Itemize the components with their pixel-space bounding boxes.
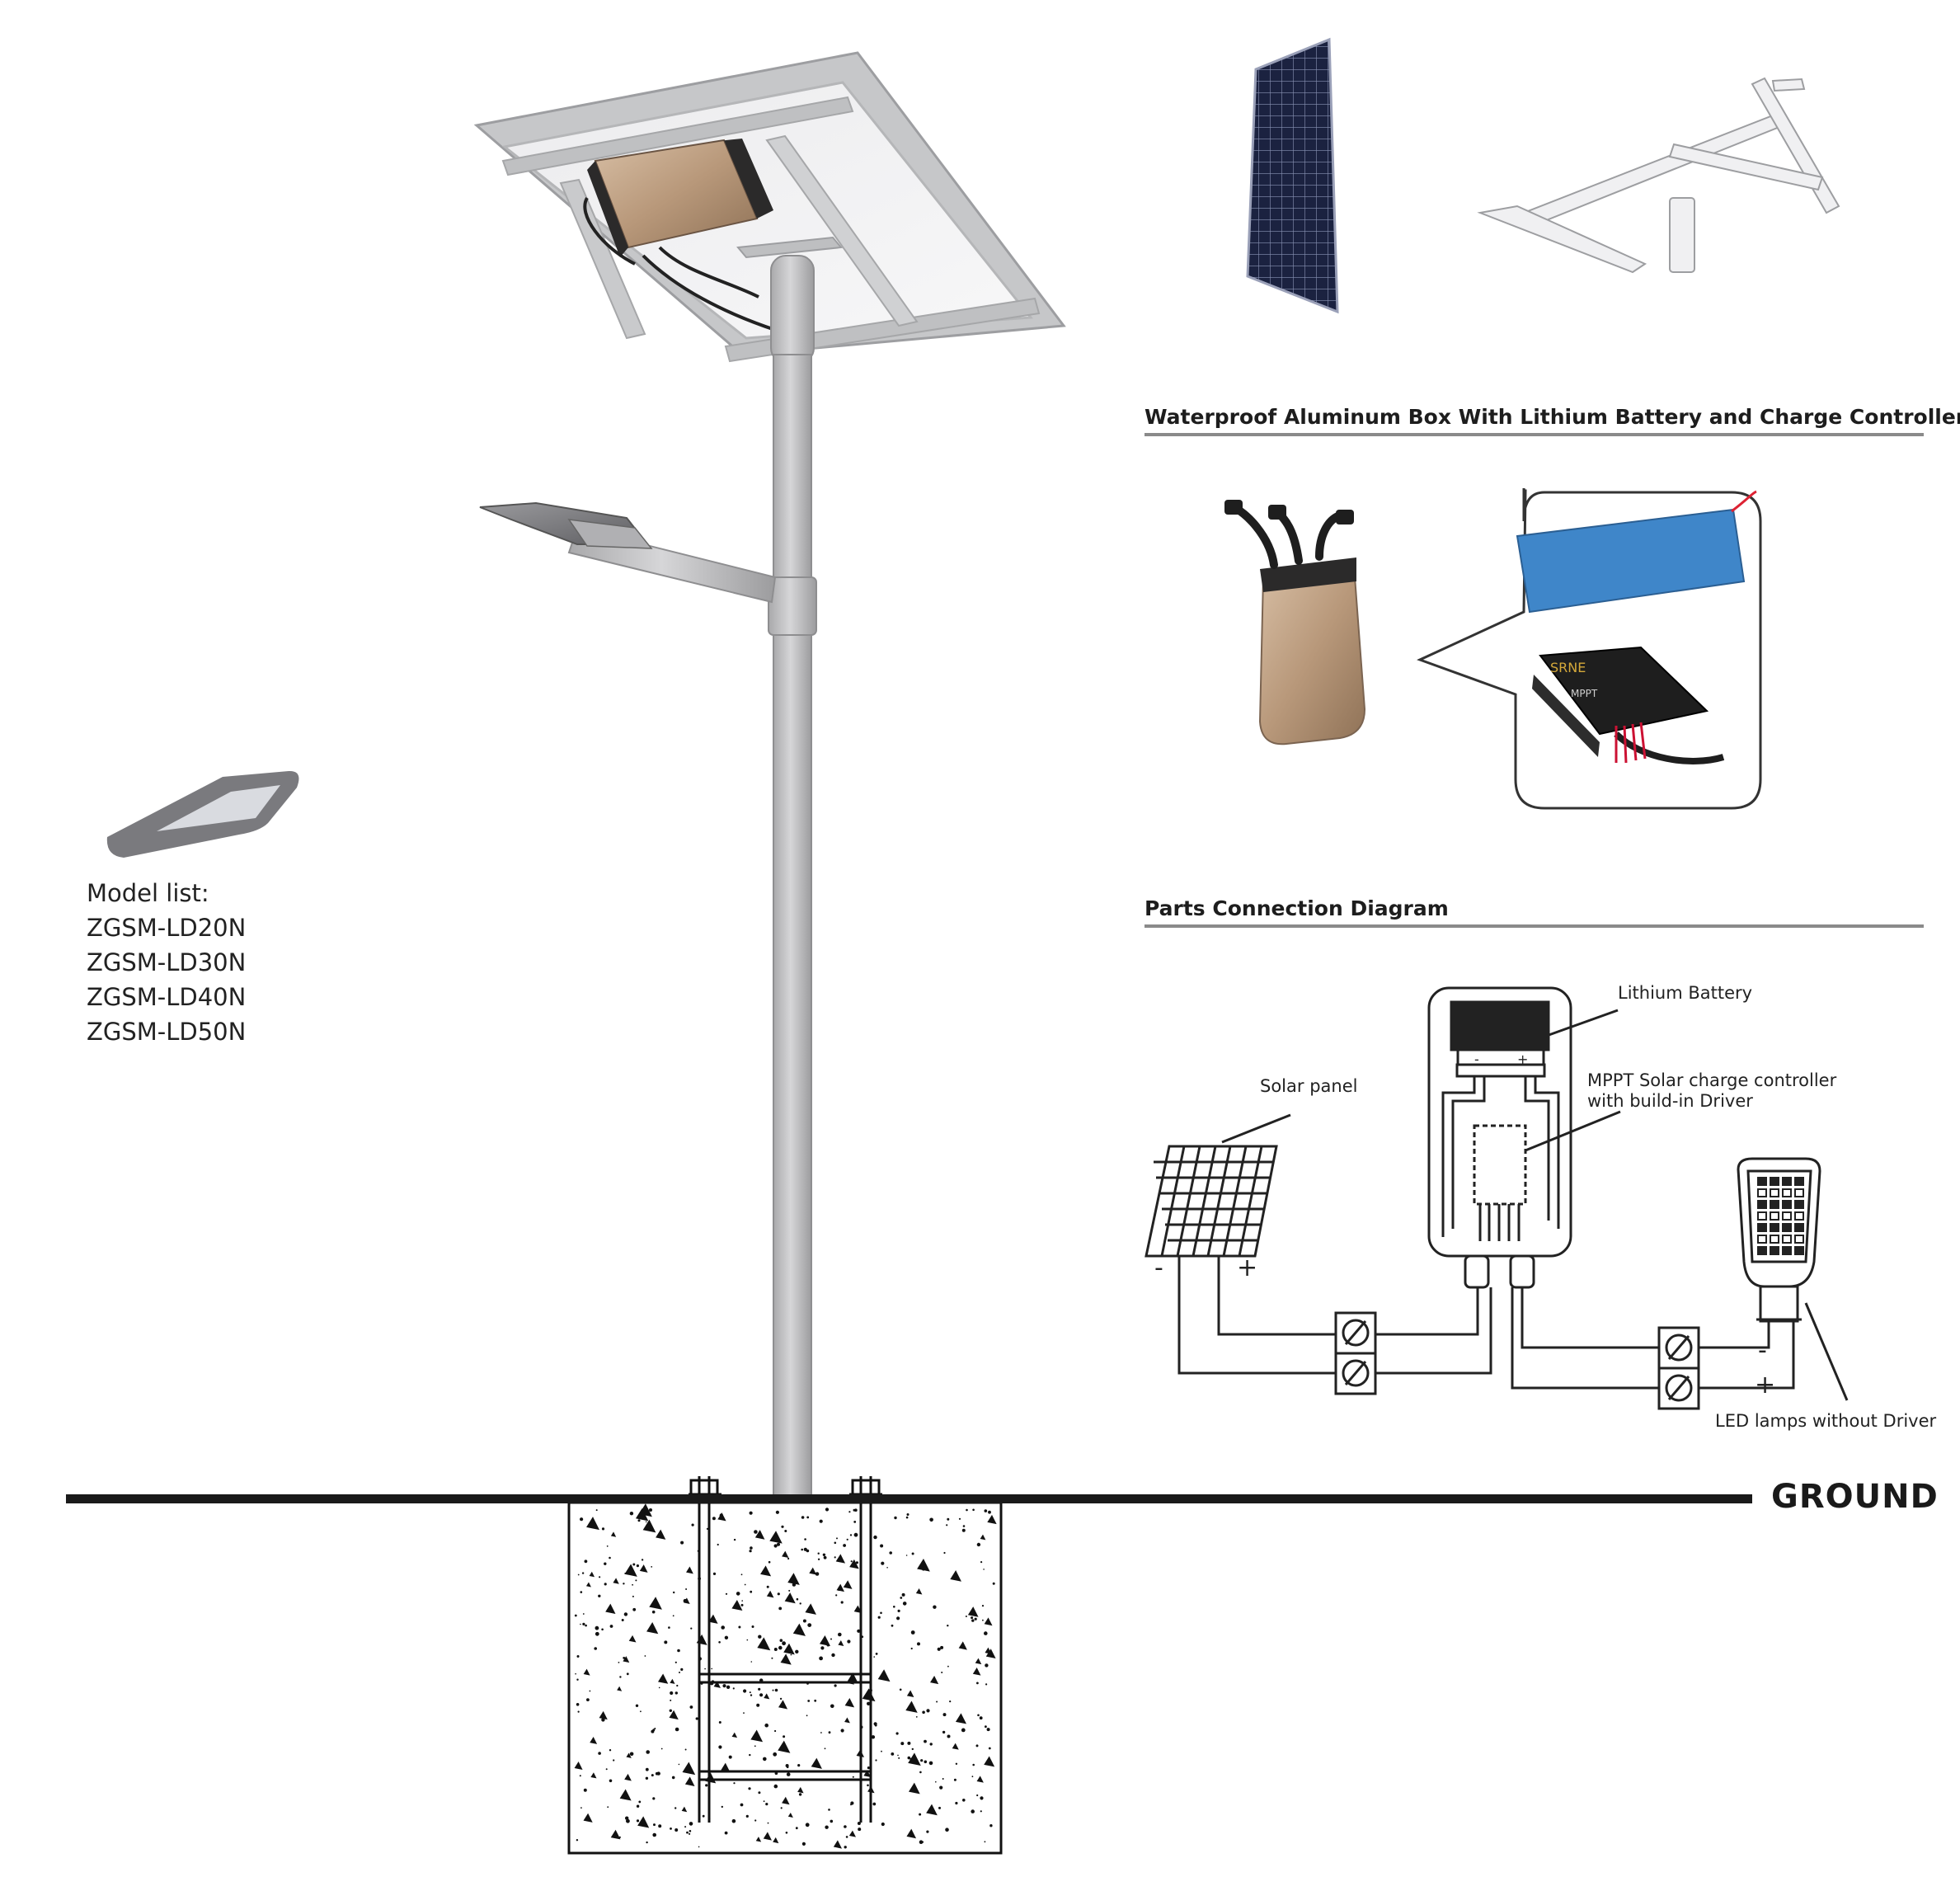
leader-led-lamp [1804, 1302, 1849, 1401]
label-lithium-battery: Lithium Battery [1618, 983, 1753, 1003]
heading-rule-box [1145, 433, 1924, 436]
panel-minus-sign: - [1154, 1254, 1163, 1282]
panel-mounting-bracket [1477, 77, 1840, 274]
heading-parts-diagram: Parts Connection Diagram [1145, 896, 1449, 920]
led-lamp-icon [1737, 1157, 1821, 1323]
lamp-plus-sign: + [1755, 1371, 1776, 1399]
concrete-aggregate-texture [574, 1503, 997, 1849]
battery-plus-text: + [1517, 1051, 1528, 1067]
leader-lithium-battery [1541, 1009, 1619, 1039]
components-callout: SRNE MPPT [1417, 487, 1762, 810]
model-lamp-thumbnail [106, 770, 299, 858]
battery-box-product [1224, 500, 1366, 746]
label-controller-line2: with build-in Driver [1587, 1091, 1753, 1111]
battery-housing-outline [1427, 986, 1572, 1258]
anchor-bolt-cage [689, 1476, 882, 1823]
battery-box-on-pole [583, 139, 776, 332]
connection-diagram: - + [1145, 986, 1849, 1410]
solar-panel-product [1246, 37, 1339, 314]
lithium-battery-pack [1516, 508, 1746, 614]
panel-plus-sign: + [1237, 1254, 1258, 1282]
leader-solar-panel [1221, 1113, 1291, 1144]
solar-panel-assembly [473, 51, 1066, 364]
concrete-foundation [567, 1476, 1003, 1855]
model-item-4: ZGSM-LD50N [87, 1018, 247, 1046]
model-list: Model list: ZGSM-LD20N ZGSM-LD30N ZGSM-L… [87, 876, 246, 1049]
leader-controller [1525, 1110, 1621, 1152]
controller-in-housing [1473, 1124, 1527, 1206]
lamp-arm [479, 501, 777, 604]
controller-brand-text: SRNE [1550, 660, 1586, 675]
model-item-3: ZGSM-LD40N [87, 983, 247, 1011]
model-list-title: Model list: [87, 879, 209, 907]
label-controller-line1: MPPT Solar charge controller [1587, 1070, 1837, 1090]
pole [768, 354, 817, 1502]
lamp-minus-sign: - [1758, 1336, 1767, 1365]
battery-minus-text: - [1474, 1051, 1479, 1067]
label-solar-panel: Solar panel [1260, 1076, 1358, 1096]
label-led-lamps: LED lamps without Driver [1715, 1411, 1937, 1431]
model-item-1: ZGSM-LD20N [87, 914, 247, 942]
heading-rule-diagram [1145, 924, 1924, 928]
mppt-charge-controller: SRNE MPPT [1532, 646, 1725, 764]
model-item-2: ZGSM-LD30N [87, 948, 247, 976]
controller-mppt-text: MPPT [1571, 688, 1598, 699]
heading-waterproof-box: Waterproof Aluminum Box With Lithium Bat… [1145, 405, 1960, 429]
ground-line [66, 1494, 1752, 1503]
ground-label: GROUND [1771, 1478, 1939, 1516]
